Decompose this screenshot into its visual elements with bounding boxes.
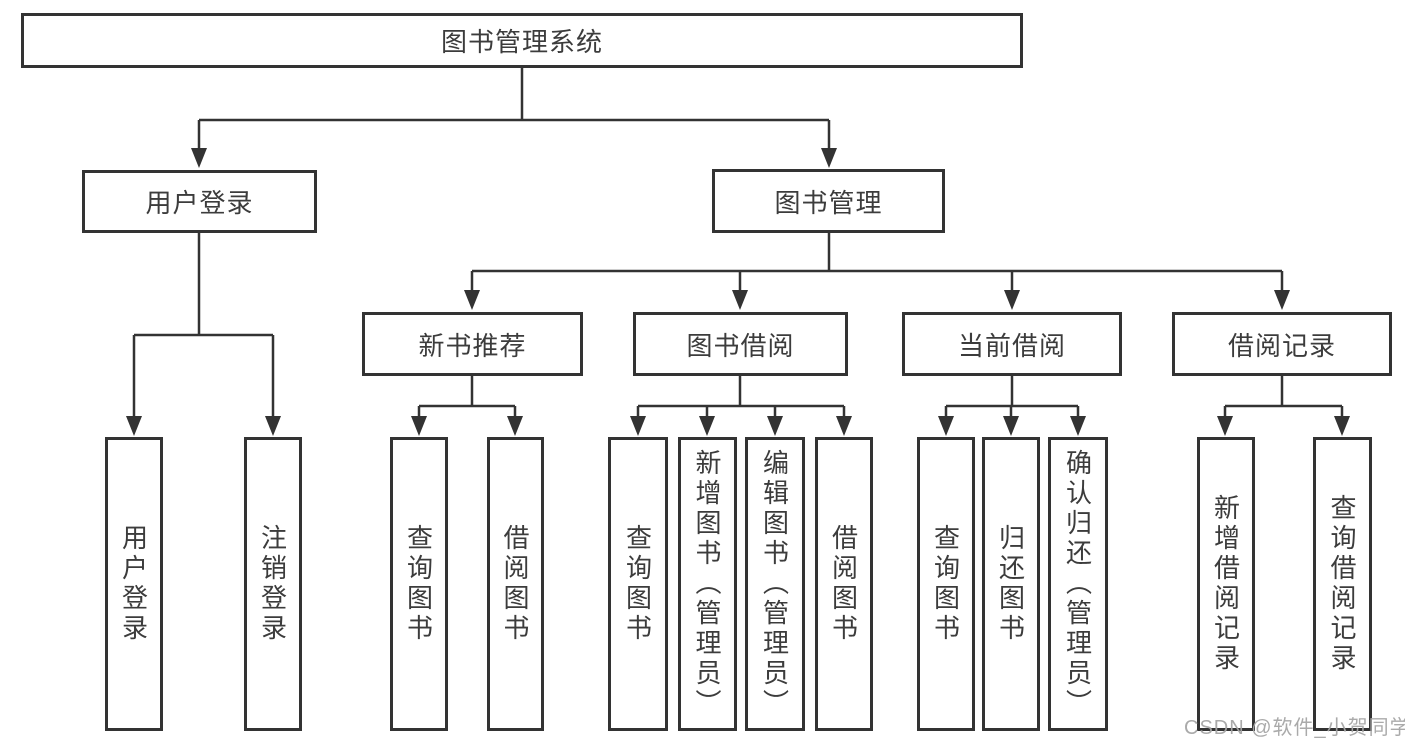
node-rec-borrow-books: 借阅图书 <box>487 437 544 731</box>
node-library-management-system: 图书管理系统 <box>21 13 1023 68</box>
arrow-icon <box>1004 290 1020 310</box>
node-cb-query-books: 查询图书 <box>917 437 975 731</box>
arrow-icon <box>1217 416 1233 436</box>
arrow-icon <box>1003 416 1019 436</box>
arrow-icon <box>411 416 427 436</box>
arrow-icon <box>821 148 837 168</box>
arrow-icon <box>938 416 954 436</box>
arrow-icon <box>507 416 523 436</box>
arrow-icon <box>191 148 207 168</box>
arrow-icon <box>630 416 646 436</box>
node-book-management: 图书管理 <box>712 169 945 233</box>
node-cb-return-books: 归还图书 <box>982 437 1040 731</box>
connector-borrowrecords-children <box>1223 376 1344 418</box>
node-bb-add-books-admin: 新增图书（管理员） <box>678 437 737 731</box>
node-new-book-recommendation: 新书推荐 <box>362 312 583 376</box>
node-current-borrowing: 当前借阅 <box>902 312 1122 376</box>
node-br-query-record: 查询借阅记录 <box>1313 437 1372 731</box>
watermark-text: CSDN @软件_小贺同学 <box>1184 717 1405 739</box>
arrow-icon <box>1070 416 1086 436</box>
connector-userlogin-children <box>132 233 275 418</box>
arrow-icon <box>265 416 281 436</box>
connector-bookmgmt-to-level3 <box>470 233 1284 293</box>
arrowheads <box>126 148 1350 436</box>
node-user-login-leaf: 用户登录 <box>105 437 163 731</box>
arrow-icon <box>836 416 852 436</box>
arrow-icon <box>464 290 480 310</box>
node-br-add-record: 新增借阅记录 <box>1197 437 1255 731</box>
node-rec-query-books: 查询图书 <box>390 437 448 731</box>
connector-newbookrec-children <box>417 376 517 418</box>
arrow-icon <box>732 290 748 310</box>
node-cb-confirm-return-admin: 确认归还（管理员） <box>1048 437 1108 731</box>
arrow-icon <box>699 416 715 436</box>
connector-bookborrow-children <box>636 376 846 418</box>
connector-root-to-level2 <box>197 68 831 150</box>
connector-lines <box>132 68 1344 418</box>
node-bb-borrow-books: 借阅图书 <box>815 437 873 731</box>
arrow-icon <box>767 416 783 436</box>
node-user-login: 用户登录 <box>82 170 317 233</box>
arrow-icon <box>1274 290 1290 310</box>
connector-currentborrow-children <box>944 376 1080 418</box>
arrow-icon <box>1334 416 1350 436</box>
node-logout: 注销登录 <box>244 437 302 731</box>
node-bb-query-books: 查询图书 <box>608 437 668 731</box>
node-borrowing-records: 借阅记录 <box>1172 312 1392 376</box>
arrow-icon <box>126 416 142 436</box>
node-bb-edit-books-admin: 编辑图书（管理员） <box>745 437 805 731</box>
node-book-borrowing: 图书借阅 <box>633 312 848 376</box>
